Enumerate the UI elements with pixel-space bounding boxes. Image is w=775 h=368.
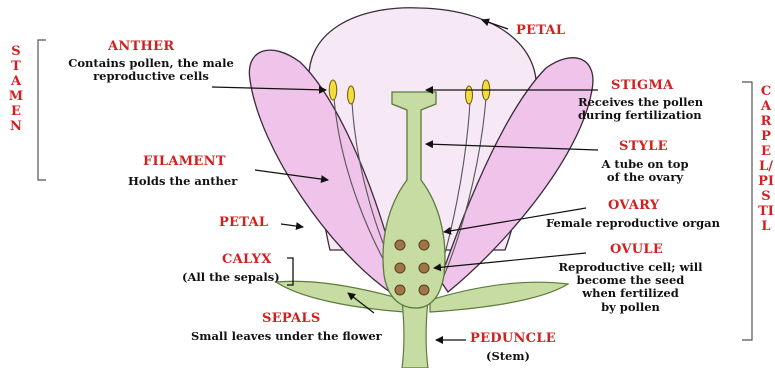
calyx-description: (All the sepals) [182,271,280,284]
anther-description: Contains pollen, the male reproductive c… [56,57,246,83]
stigma-label: STIGMA [611,79,674,94]
peduncle-label: PEDUNCLE [470,332,556,347]
stigma-description-line-2: during fertilization [578,109,703,122]
stigma-description: Receives the pollen during fertilization [578,96,703,122]
petal-left-label: PETAL [219,216,268,231]
calyx-label: CALYX [222,253,272,268]
stamen-bracket [38,40,46,180]
carpel-pistil-label: CARPEL/PISTIL [758,84,774,234]
ovary-description: Female reproductive organ [546,217,720,230]
sepals-description: Small leaves under the flower [191,330,382,343]
ovule-description: Reproductive cell; will become the seed … [543,261,718,314]
style-label: STYLE [619,140,668,155]
petal-top-label: PETAL [516,24,565,39]
stem [402,300,428,368]
filament-label: FILAMENT [143,155,226,170]
sepals-label: SEPALS [262,312,321,327]
stamen-label: STAMEN [8,44,24,134]
anther-description-line-2: reproductive cells [56,70,246,83]
style-description-line-2: of the ovary [580,171,710,184]
peduncle-description: (Stem) [486,350,530,363]
ovary-label: OVARY [608,199,659,214]
carpel-bracket [742,82,752,340]
ovule-description-line-3: when fertilized [543,287,718,300]
ovule-label: OVULE [610,243,663,258]
filament-description: Holds the anther [128,175,237,188]
anther-label: ANTHER [108,40,174,55]
style-description: A tube on top of the ovary [580,158,710,184]
ovule-description-line-4: by pollen [543,301,718,314]
